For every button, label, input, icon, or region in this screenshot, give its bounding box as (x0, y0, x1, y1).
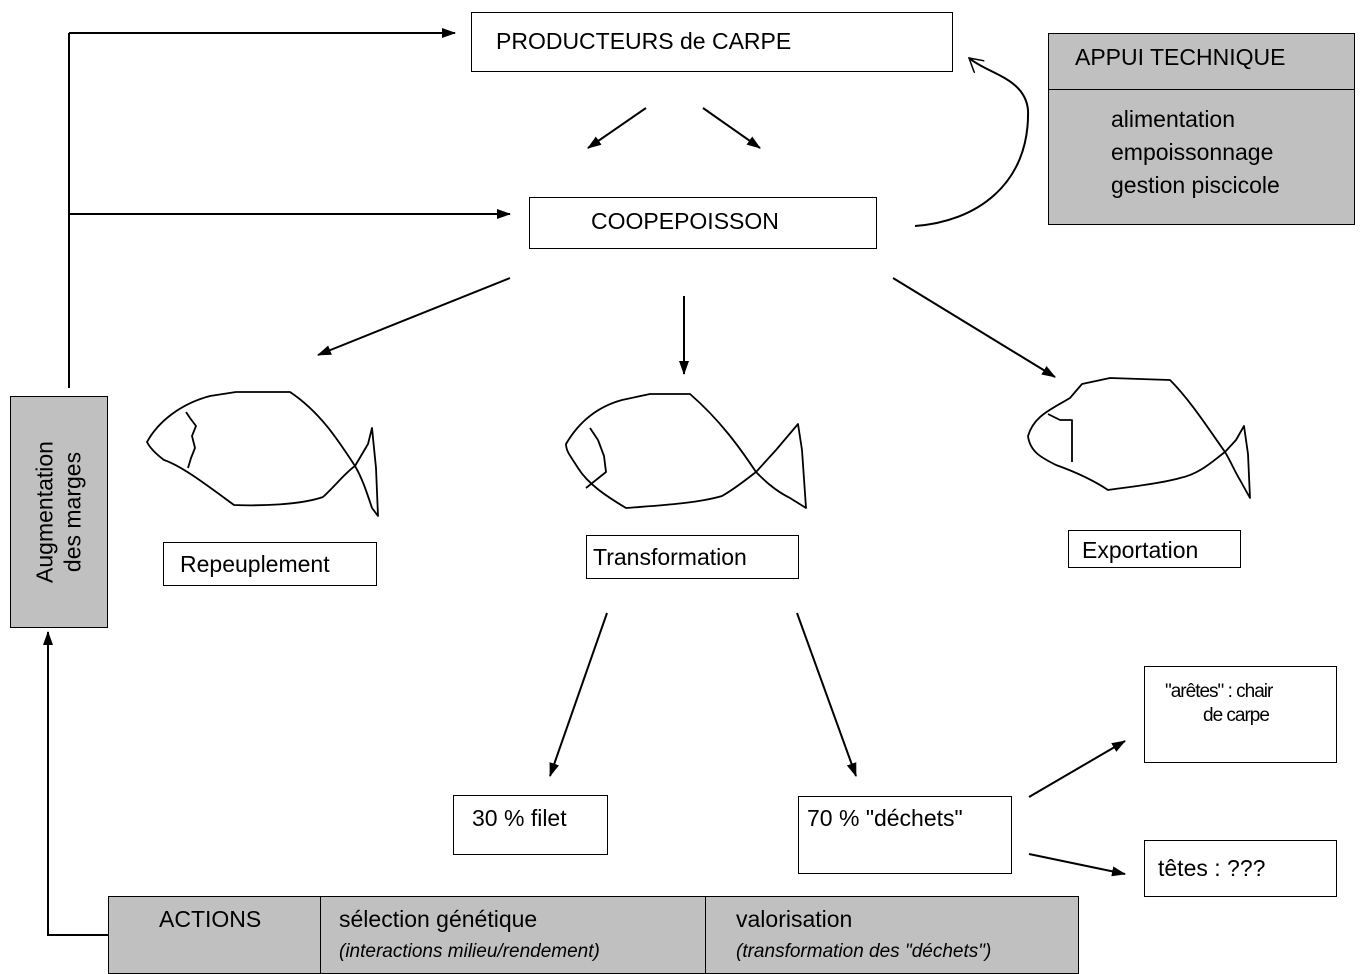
appui-technique-panel: APPUI TECHNIQUE alimentation empoissonna… (1048, 33, 1355, 225)
dechets-label: 70 % "déchets" (807, 805, 963, 831)
fish-transformation-icon (565, 393, 807, 509)
arrow-producteurs-down-left (587, 107, 647, 149)
tetes-box: têtes : ??? (1144, 840, 1337, 897)
actions-label-cell: ACTIONS (109, 897, 321, 973)
genetique-title: sélection génétique (339, 906, 538, 932)
filet-label: 30 % filet (472, 805, 567, 831)
producteurs-box: PRODUCTEURS de CARPE (471, 12, 953, 72)
arrow-to-repeuplement (317, 277, 511, 356)
marges-line-2: des marges (59, 451, 85, 573)
exportation-label: Exportation (1082, 537, 1199, 563)
coopepoisson-box: COOPEPOISSON (529, 197, 877, 249)
arrow-to-filet (549, 612, 608, 777)
dechets-box: 70 % "déchets" (798, 796, 1012, 874)
fish-exportation-icon (1027, 377, 1251, 499)
arrow-producteurs-down-right (702, 107, 761, 149)
tetes-label: têtes : ??? (1158, 855, 1266, 881)
valorisation-sub: (transformation des "déchets") (736, 941, 992, 962)
producteurs-label: PRODUCTEURS de CARPE (496, 28, 792, 54)
arrow-to-tetes (1028, 853, 1126, 877)
repeuplement-label: Repeuplement (180, 551, 330, 577)
marges-line-1: Augmentation (31, 441, 58, 583)
appui-technique-header: APPUI TECHNIQUE (1049, 34, 1354, 90)
genetique-sub: (interactions milieu/rendement) (339, 941, 600, 962)
arrow-to-aretes (1028, 740, 1126, 798)
valorisation-title: valorisation (736, 906, 853, 932)
aretes-box: "arêtes" : chair de carpe (1144, 666, 1337, 763)
appui-item: gestion piscicole (1111, 172, 1280, 198)
repeuplement-box: Repeuplement (163, 542, 377, 586)
aretes-line-1: "arêtes" : chair (1165, 681, 1273, 702)
appui-technique-title: APPUI TECHNIQUE (1075, 44, 1286, 70)
actions-valorisation-cell: valorisation (transformation des "déchet… (706, 897, 1080, 973)
transformation-label: Transformation (593, 544, 747, 570)
appui-item: alimentation (1111, 106, 1236, 132)
arrow-actions-to-marges (43, 631, 108, 936)
augmentation-marges-box: Augmentation des marges (10, 396, 108, 628)
actions-genetique-cell: sélection génétique (interactions milieu… (321, 897, 706, 973)
exportation-box: Exportation (1068, 530, 1241, 568)
filet-box: 30 % filet (453, 795, 608, 855)
transformation-box: Transformation (586, 535, 799, 579)
arrow-to-exportation (892, 277, 1056, 378)
aretes-line-2: de carpe (1203, 705, 1270, 726)
fish-repeuplement-icon (146, 391, 379, 517)
arrow-to-dechets (796, 612, 857, 777)
coopepoisson-label: COOPEPOISSON (591, 208, 779, 234)
arrow-appui-curve (914, 58, 1030, 227)
actions-label: ACTIONS (159, 906, 262, 932)
actions-bar: ACTIONS sélection génétique (interaction… (108, 896, 1079, 974)
appui-item: empoissonnage (1111, 139, 1274, 165)
